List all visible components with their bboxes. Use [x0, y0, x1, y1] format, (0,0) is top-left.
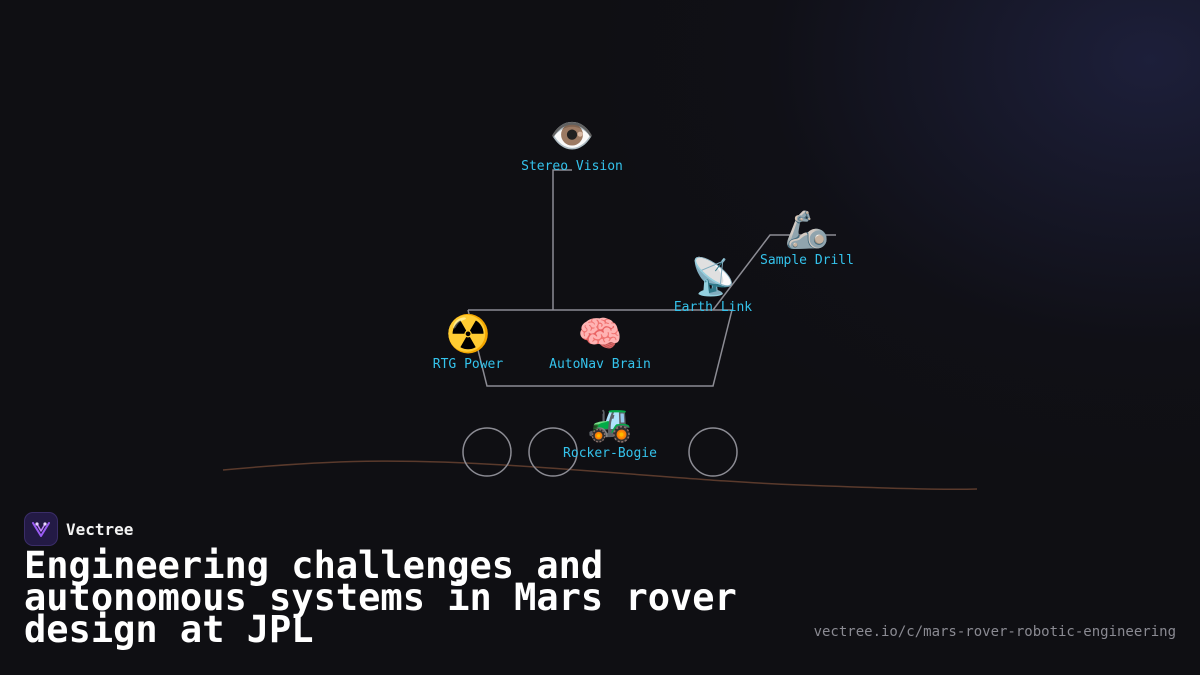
- page-url[interactable]: vectree.io/c/mars-rover-robotic-engineer…: [813, 624, 1176, 640]
- node-label: Earth Link: [673, 300, 753, 315]
- wheel-right: [688, 427, 738, 477]
- wheel-middle: [528, 427, 578, 477]
- node-rocker-bogie: 🚜 Rocker-Bogie: [563, 403, 657, 462]
- node-label: Stereo Vision: [521, 159, 623, 174]
- node-rtg-power: ☢️ RTG Power: [432, 314, 504, 373]
- node-sample-drill: 🦾 Sample Drill: [760, 210, 854, 269]
- brand-name: Vectree: [66, 519, 134, 539]
- robot-arm-icon: 🦾: [784, 210, 830, 251]
- node-autonav-brain: 🧠 AutoNav Brain: [549, 314, 651, 373]
- vectree-logo-icon: [24, 512, 58, 546]
- satellite-dish-icon: 📡: [690, 257, 736, 298]
- wheel-left: [462, 427, 512, 477]
- brain-icon: 🧠: [577, 314, 623, 355]
- mast-line: [552, 169, 572, 310]
- node-stereo-vision: 👁️ Stereo Vision: [521, 116, 623, 175]
- node-label: Sample Drill: [760, 253, 854, 268]
- radioactive-icon: ☢️: [445, 314, 491, 355]
- node-label: Rocker-Bogie: [563, 446, 657, 461]
- brand[interactable]: Vectree: [24, 512, 133, 546]
- arm-line: [712, 234, 836, 311]
- chassis-line: [467, 309, 733, 387]
- tractor-icon: 🚜: [587, 403, 633, 444]
- node-label: AutoNav Brain: [549, 357, 651, 372]
- page-title: Engineering challenges and autonomous sy…: [24, 544, 737, 651]
- terrain-line: [222, 460, 978, 491]
- node-label: RTG Power: [432, 357, 504, 372]
- eye-icon: 👁️: [549, 116, 595, 157]
- node-earth-link: 📡 Earth Link: [673, 257, 753, 316]
